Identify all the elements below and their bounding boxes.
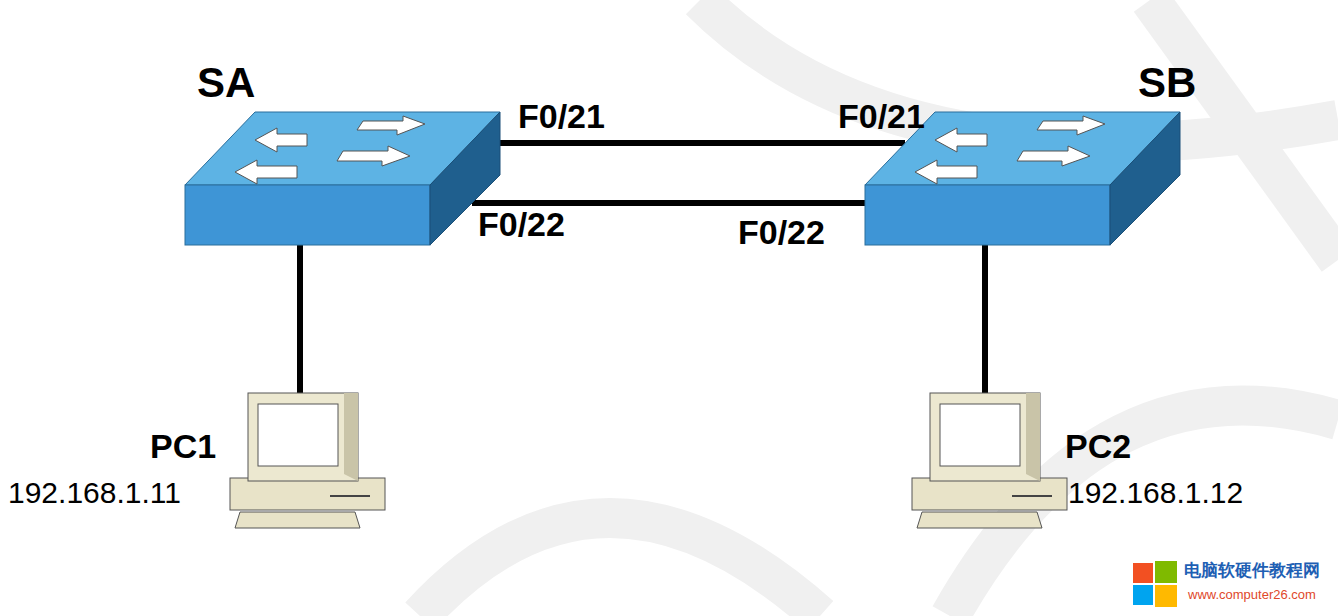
pc-monitor-side: [1026, 393, 1040, 481]
watermark-logo: [1133, 561, 1177, 607]
pc-base: [230, 478, 385, 510]
watermark: www.computer26.com: [1188, 588, 1316, 602]
pc-screen: [940, 404, 1020, 466]
pc-monitor: [930, 393, 1040, 481]
pc-keyboard: [235, 512, 360, 528]
pc-screen: [258, 404, 338, 466]
switch: SB: [860, 60, 1210, 250]
pc-drive-slot: [330, 495, 370, 497]
pc-base: [912, 478, 1067, 510]
switch-arrows: [235, 116, 425, 184]
pc: PC1 192.168.1.11: [8, 390, 388, 535]
switch-front: [865, 185, 1110, 245]
pc-monitor: [248, 393, 358, 481]
port-label: F0/22: [478, 206, 565, 243]
port-label: F0/21: [838, 98, 925, 135]
cable-line: [500, 140, 905, 146]
pc-monitor-side: [344, 393, 358, 481]
switch-side: [1110, 112, 1180, 245]
device-name: SA: [197, 60, 255, 106]
ip-address: 192.168.1.11: [8, 476, 181, 509]
switch-front: [185, 185, 430, 245]
device-name: PC2: [1065, 428, 1131, 465]
pc-keyboard: [917, 512, 1042, 528]
switch-arrows: [915, 116, 1105, 184]
background-texture: [420, 0, 1338, 616]
watermark: 电脑软硬件教程网: [1184, 562, 1320, 581]
port-label: F0/21: [518, 98, 605, 135]
pc: PC2 192.168.1.12: [905, 390, 1295, 535]
cable-line: [297, 245, 303, 393]
port-label: F0/22: [738, 214, 825, 251]
device-name: SB: [1138, 60, 1196, 106]
cable-line: [982, 245, 988, 393]
switch: SA: [185, 60, 505, 250]
ip-address: 192.168.1.12: [1068, 476, 1243, 509]
device-name: PC1: [150, 428, 216, 465]
pc-drive-slot: [1012, 495, 1052, 497]
